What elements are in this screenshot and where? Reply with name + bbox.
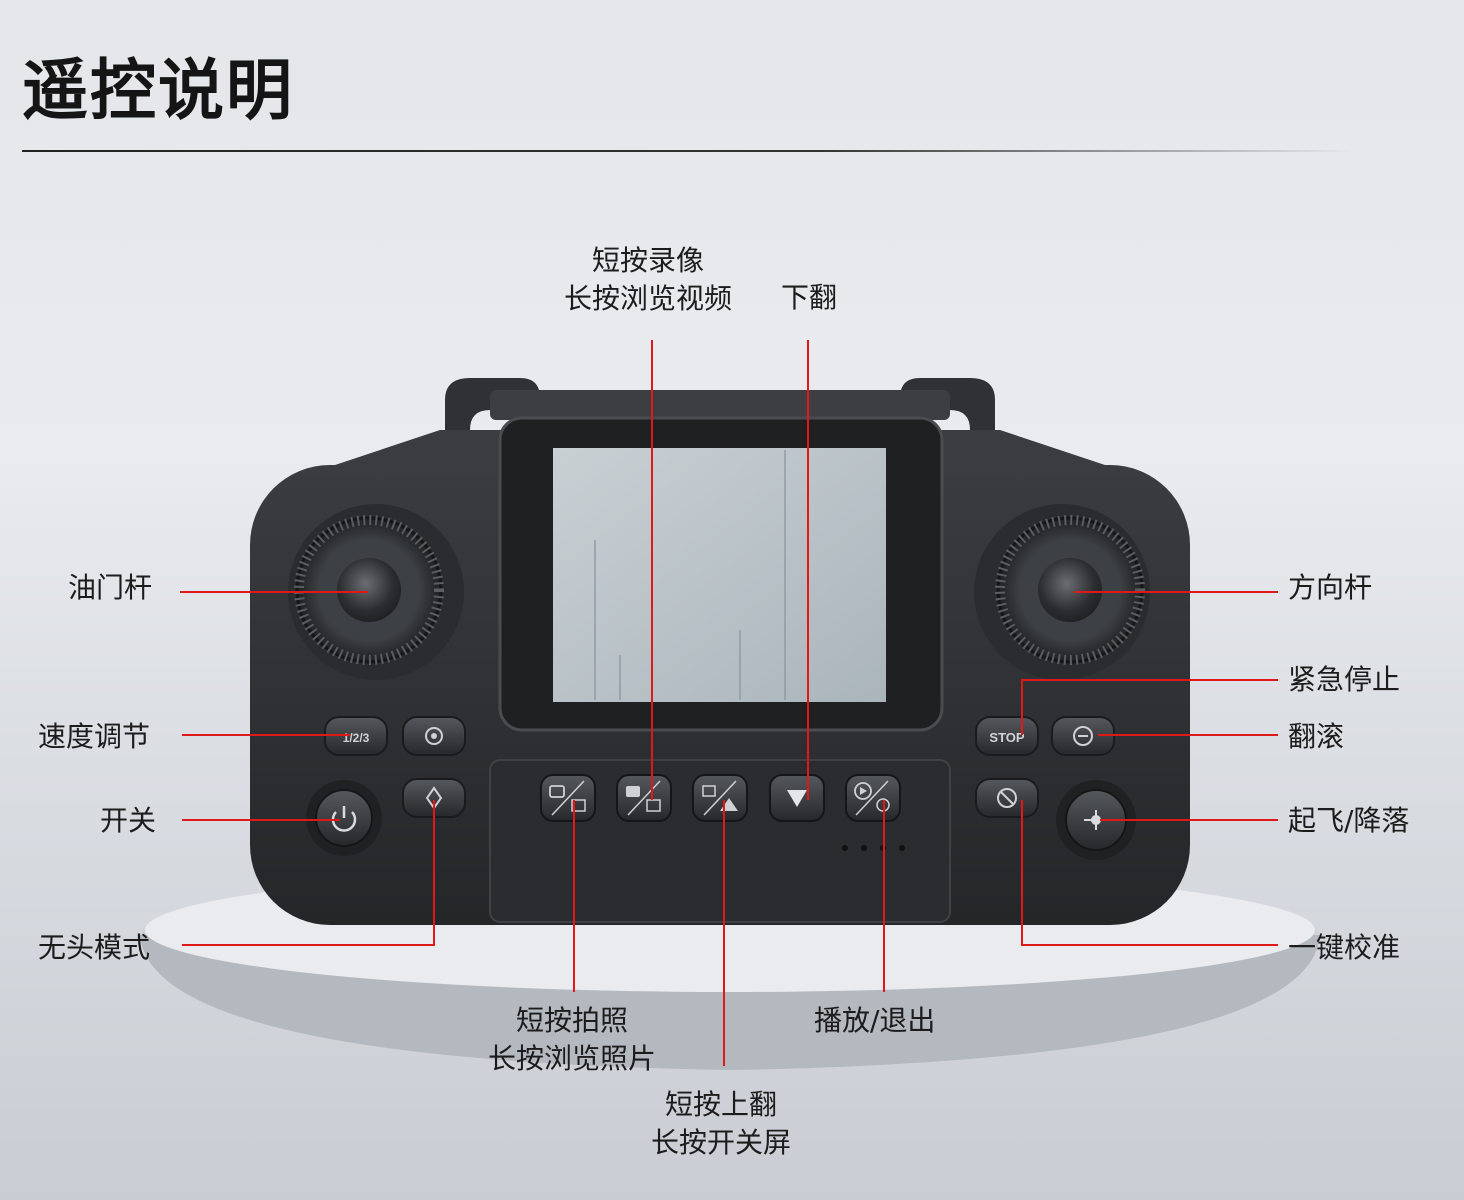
label-takeoff-land: 起飞/降落 xyxy=(1288,804,1410,837)
play-icon xyxy=(854,782,872,800)
label-play-exit: 播放/退出 xyxy=(814,1004,936,1037)
label-photo: 短按拍照 长按浏览照片 xyxy=(472,1002,672,1078)
left-stick[interactable] xyxy=(288,504,464,680)
video-icon xyxy=(626,786,640,797)
calibrate-button[interactable] xyxy=(975,778,1039,818)
camera-icon xyxy=(549,785,565,798)
leader-calibrate xyxy=(1021,800,1278,946)
play-button[interactable] xyxy=(845,774,901,822)
label-headless: 无头模式 xyxy=(38,931,151,964)
label-flip-up-line2: 长按开关屏 xyxy=(650,1126,791,1159)
label-record-line1: 短按录像 xyxy=(591,244,704,277)
right-stick[interactable] xyxy=(974,504,1150,680)
flip-up-button[interactable] xyxy=(692,774,748,822)
title-divider xyxy=(22,150,1352,152)
page-title: 遥控说明 xyxy=(22,52,294,129)
label-record: 短按录像 长按浏览视频 xyxy=(548,242,748,318)
leader-lines xyxy=(180,340,1278,1066)
power-button[interactable] xyxy=(306,780,382,856)
label-flip-up-line1: 短按上翻 xyxy=(664,1088,777,1121)
label-record-line2: 长按浏览视频 xyxy=(563,282,732,315)
flip-down-button[interactable] xyxy=(769,774,825,822)
display-screen xyxy=(553,448,886,702)
stop-button[interactable]: STOP xyxy=(975,716,1039,756)
label-flip-down: 下翻 xyxy=(781,281,838,314)
stop-button-label: STOP xyxy=(989,730,1024,745)
speed-button-label: 1/2/3 xyxy=(343,731,370,745)
label-speed: 速度调节 xyxy=(38,720,151,753)
leader-stop xyxy=(1021,679,1278,735)
photo-button[interactable] xyxy=(540,774,596,822)
label-emergency-stop: 紧急停止 xyxy=(1288,663,1401,696)
flip-down-icon xyxy=(787,790,807,807)
calibrate-icon xyxy=(997,788,1017,808)
label-power: 开关 xyxy=(100,804,157,837)
label-photo-line1: 短按拍照 xyxy=(515,1004,628,1037)
record-button[interactable] xyxy=(616,774,672,822)
controller-body xyxy=(250,378,1190,925)
label-calibrate: 一键校准 xyxy=(1288,931,1401,964)
label-flip-up: 短按上翻 长按开关屏 xyxy=(621,1086,821,1162)
label-roll: 翻滚 xyxy=(1288,720,1345,753)
takeoff-land-button[interactable] xyxy=(1056,780,1136,860)
leader-headless xyxy=(182,800,435,946)
gyro-icon xyxy=(425,727,443,745)
roll-icon xyxy=(1073,726,1093,746)
label-throttle: 油门杆 xyxy=(68,571,153,604)
label-direction: 方向杆 xyxy=(1288,571,1373,604)
label-photo-line2: 长按浏览照片 xyxy=(487,1042,656,1075)
gyro-button[interactable] xyxy=(402,716,466,756)
power-icon xyxy=(331,811,357,832)
